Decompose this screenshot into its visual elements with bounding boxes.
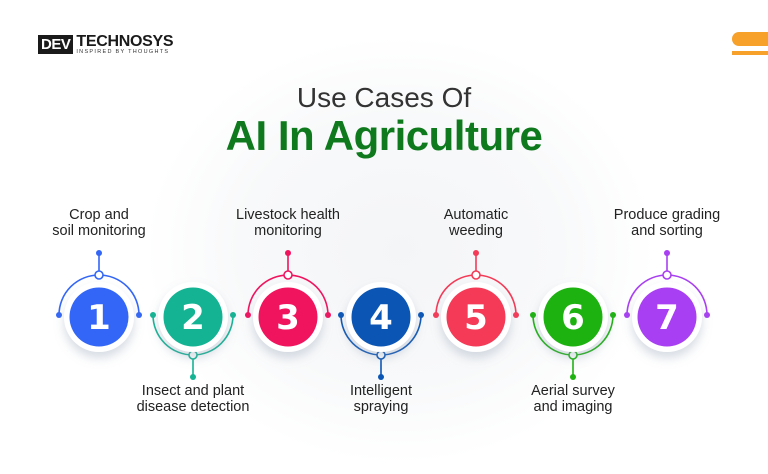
logo: DEV TECHNOSYS INSPIRED BY THOUGHTS (38, 33, 174, 56)
arc-end-dot (245, 312, 251, 318)
step-circle (351, 287, 411, 347)
stem-end-dot (285, 250, 291, 256)
arc-end-dot (513, 312, 519, 318)
title-line-1: Use Cases Of (296, 82, 472, 113)
step-circle (163, 287, 223, 347)
decorative-badge (732, 32, 768, 46)
connector-node (188, 350, 198, 360)
stem-end-dot (96, 250, 102, 256)
step-number: 1 (87, 298, 111, 338)
step-circle (637, 287, 697, 347)
connector-node (283, 270, 293, 280)
title-line-2: AI In Agriculture (225, 112, 543, 159)
world-map-background (150, 40, 650, 460)
arc-end-dot (624, 312, 630, 318)
arc-end-dot (418, 312, 424, 318)
stem-end-dot (664, 250, 670, 256)
logo-name: TECHNOSYS (76, 33, 174, 50)
step-circle (258, 287, 318, 347)
step-circle (543, 287, 603, 347)
step-circle (69, 287, 129, 347)
arc-end-dot (325, 312, 331, 318)
step-number: 7 (655, 298, 679, 338)
step-number: 3 (276, 298, 300, 338)
step-number: 6 (561, 298, 585, 338)
stem-end-dot (190, 374, 196, 380)
step-number: 4 (369, 298, 393, 338)
connector-node (662, 270, 672, 280)
connector-node (376, 350, 386, 360)
connector-node (471, 270, 481, 280)
arc-end-dot (610, 312, 616, 318)
arc-end-dot (56, 312, 62, 318)
logo-mark: DEV (38, 35, 74, 55)
logo-tagline: INSPIRED BY THOUGHTS (76, 49, 170, 55)
step-number: 5 (464, 298, 488, 338)
stem-end-dot (378, 374, 384, 380)
arc-end-dot (136, 312, 142, 318)
decorative-bar (732, 51, 768, 55)
step-circle (446, 287, 506, 347)
stem-end-dot (473, 250, 479, 256)
arc-end-dot (530, 312, 536, 318)
arc-end-dot (433, 312, 439, 318)
arc-end-dot (704, 312, 710, 318)
stem-end-dot (570, 374, 576, 380)
connector-node (94, 270, 104, 280)
connector-node (568, 350, 578, 360)
arc-end-dot (338, 312, 344, 318)
arc-end-dot (150, 312, 156, 318)
step-number: 2 (181, 298, 205, 338)
arc-end-dot (230, 312, 236, 318)
